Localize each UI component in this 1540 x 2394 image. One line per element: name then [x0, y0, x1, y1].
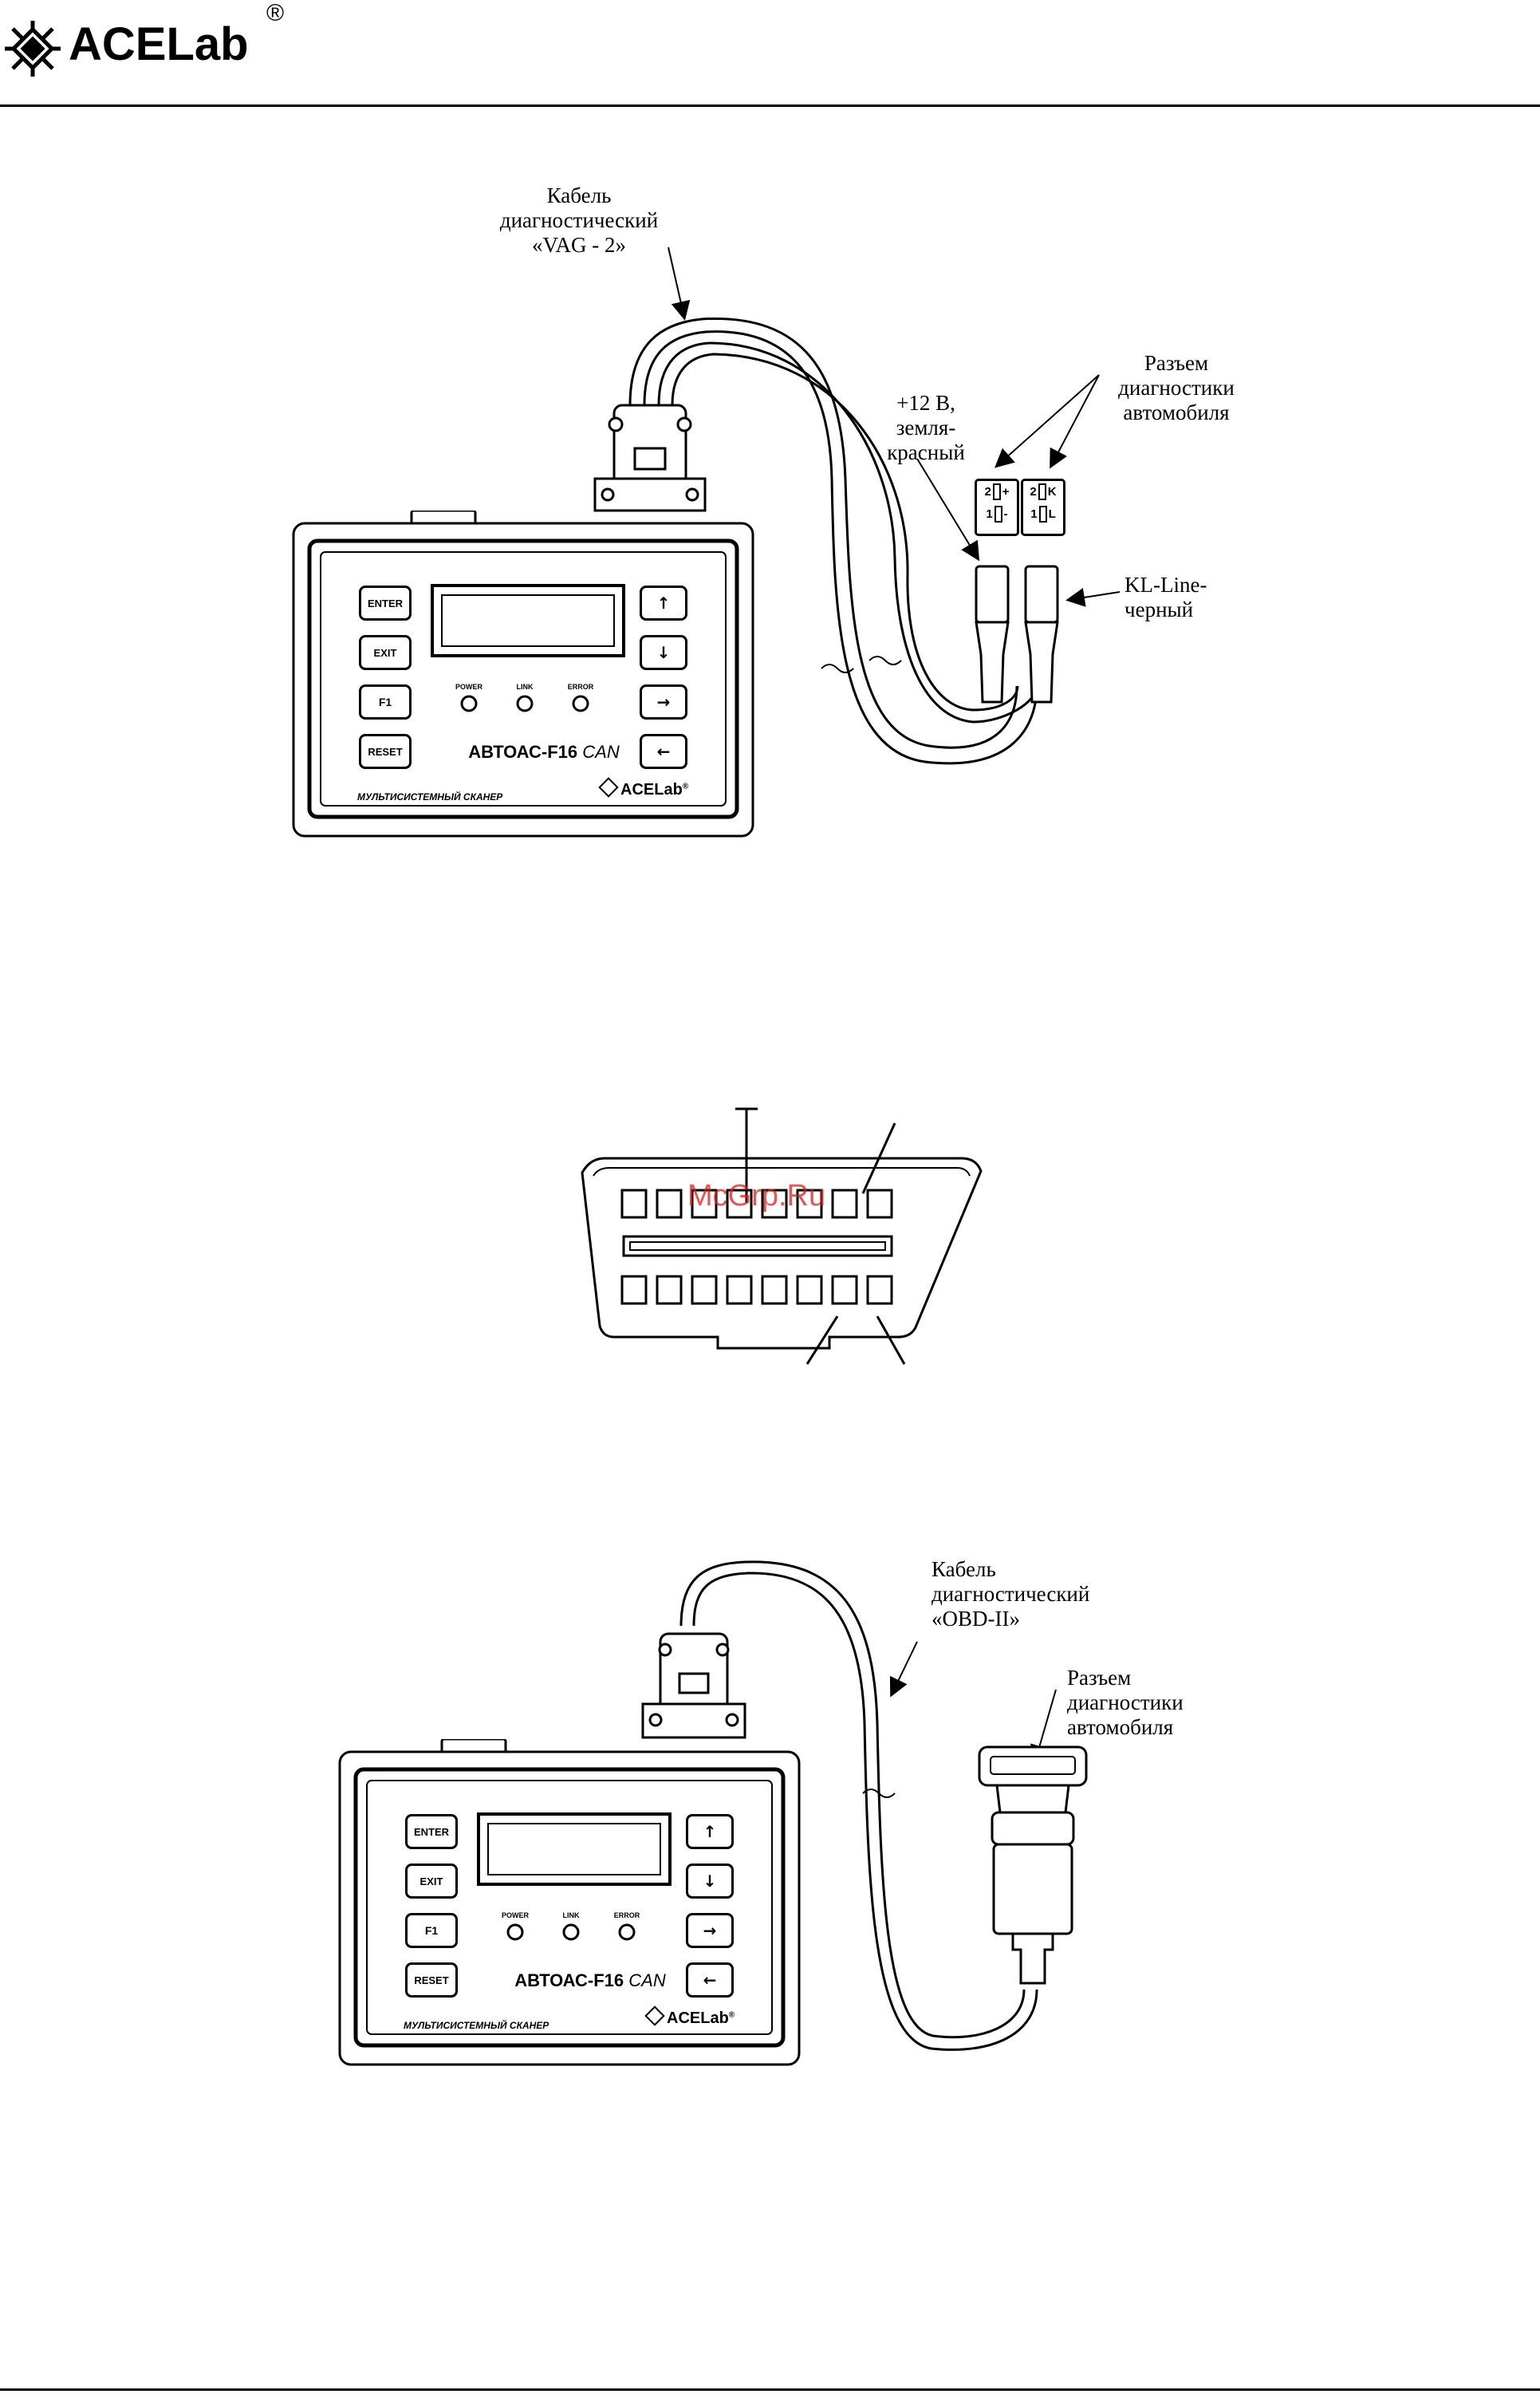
scanner-housing	[338, 1739, 801, 2066]
vag2-leader-arrows	[668, 246, 1121, 607]
scanner-housing	[292, 511, 754, 838]
label-line: Разъем	[1067, 1666, 1132, 1690]
scanner-subtitle: МУЛЬТИСИСТЕМНЫЙ СКАНЕР	[357, 791, 503, 803]
label-line: Кабель	[546, 183, 612, 207]
f1-button[interactable]: F1	[359, 684, 412, 720]
scanner-brand-name: ACELab	[620, 781, 683, 799]
vag2-vehicle-connector-label: Разъем диагностики автомобиля	[1085, 351, 1268, 425]
scanner-model-name: АВТОАС-F16	[468, 742, 578, 762]
label-line: «OBD-II»	[931, 1607, 1020, 1631]
label-line: автомобиля	[1067, 1715, 1174, 1739]
scanner-brand: ACELab®	[644, 2006, 735, 2028]
vag2-cable-label: Кабель диагностический «VAG - 2»	[443, 183, 715, 258]
f1-button[interactable]: F1	[405, 1913, 458, 1948]
arrow-left-button[interactable]: ←	[686, 1962, 734, 1998]
obd2-db9-connector	[641, 1632, 746, 1739]
scanner-registered-mark: ®	[682, 782, 689, 791]
arrow-right-button[interactable]: →	[640, 684, 687, 720]
figure-obd2-socket: McGrp.Ru	[0, 1085, 1540, 1404]
label-line: диагностики	[1067, 1690, 1184, 1714]
scanner-model: АВТОАС-F16 CAN	[494, 1970, 686, 1991]
led-error-label: ERROR	[613, 1911, 640, 1919]
footer-rule	[0, 2388, 1540, 2391]
arrow-right-button[interactable]: →	[686, 1913, 734, 1948]
label-line: диагностический	[499, 208, 659, 232]
vag2-power-label: +12 В, земля- красный	[874, 391, 978, 465]
scanner-left-buttons: ENTER EXIT F1 RESET	[359, 586, 412, 769]
obd2-vehicle-connector-label: Разъем диагностики автомобиля	[1067, 1666, 1184, 1740]
led-power-label: POWER	[501, 1911, 529, 1919]
arrow-down-button[interactable]: ↓	[640, 635, 687, 670]
obd2-cable-wire	[679, 1560, 1057, 2051]
header: ACELab ®	[0, 0, 1540, 112]
arrow-down-button[interactable]: ↓	[686, 1864, 734, 1899]
scanner-brand-name: ACELab	[667, 2009, 729, 2027]
scanner-device: ENTER EXIT F1 RESET ↑ ↓ → ← POWER LINK E…	[338, 1739, 801, 2066]
header-rule	[0, 105, 1540, 107]
exit-button[interactable]: EXIT	[405, 1864, 458, 1899]
label-line: диагностический	[931, 1582, 1090, 1606]
obd2-plug	[978, 1745, 1088, 1985]
pin-row-2: 2+	[984, 483, 1010, 500]
header-registered-mark: ®	[266, 0, 285, 26]
scanner-model-name: АВТОАС-F16	[514, 1970, 624, 1990]
scanner-device: ENTER EXIT F1 RESET ↑ ↓ → ← POWER LINK E…	[292, 511, 754, 838]
label-line: KL-Line-	[1124, 573, 1207, 597]
enter-button[interactable]: ENTER	[359, 586, 412, 621]
led-link-label: LINK	[516, 683, 534, 691]
label-line: Кабель	[931, 1557, 996, 1581]
label-line: автомобиля	[1123, 400, 1230, 424]
scanner-right-buttons: ↑ ↓ → ←	[686, 1814, 734, 1998]
arrow-up-button[interactable]: ↑	[640, 586, 687, 621]
obd2-top-pins	[620, 1189, 893, 1219]
arrow-left-button[interactable]: ←	[640, 734, 687, 769]
scanner-model-suffix: CAN	[582, 742, 620, 762]
exit-button[interactable]: EXIT	[359, 635, 412, 670]
obd2-socket-drawing	[581, 1107, 983, 1365]
watermark: McGrp.Ru	[687, 1179, 826, 1213]
label-line: черный	[1124, 598, 1194, 621]
scanner-logo-icon	[598, 777, 619, 798]
obd2-bottom-pins	[620, 1275, 893, 1305]
vag2-kl-line-label: KL-Line- черный	[1124, 573, 1207, 622]
scanner-subtitle: МУЛЬТИСИСТЕМНЫЙ СКАНЕР	[404, 2020, 549, 2031]
scanner-model-suffix: CAN	[628, 1970, 666, 1990]
scanner-logo-icon	[644, 2006, 665, 2026]
label-line: «VAG - 2»	[531, 233, 626, 257]
vag2-db9-connector	[593, 404, 707, 512]
vag2-wire-tips	[975, 565, 1059, 704]
reset-button[interactable]: RESET	[359, 734, 412, 769]
scanner-registered-mark: ®	[728, 2010, 735, 2020]
vag2-socket-left: 2+ 1-	[975, 479, 1019, 536]
obd2-cable-label: Кабель диагностический «OBD-II»	[931, 1557, 1089, 1631]
header-brand: ACELab	[69, 18, 249, 70]
enter-button[interactable]: ENTER	[405, 1814, 458, 1849]
label-line: диагностики	[1118, 376, 1235, 400]
led-power-label: POWER	[455, 683, 482, 691]
scanner-model: АВТОАС-F16 CAN	[448, 742, 640, 763]
label-line: +12 В,	[896, 391, 955, 415]
acelab-logo-icon	[5, 21, 61, 77]
label-line: земля-	[896, 416, 956, 440]
pin-row-1: 1-	[986, 506, 1008, 523]
obd2-pin-leaders	[735, 1107, 906, 1365]
label-line: Разъем	[1144, 351, 1209, 375]
led-link-label: LINK	[562, 1911, 580, 1919]
scanner-left-buttons: ENTER EXIT F1 RESET	[405, 1814, 458, 1998]
figure-obd2: Кабель диагностический «OBD-II» Разъем д…	[0, 1540, 1540, 2098]
label-line: красный	[887, 440, 965, 464]
scanner-right-buttons: ↑ ↓ → ←	[640, 586, 687, 769]
reset-button[interactable]: RESET	[405, 1962, 458, 1998]
scanner-brand: ACELab®	[598, 777, 689, 799]
vag2-cable-wires	[628, 317, 1038, 765]
led-error-label: ERROR	[567, 683, 594, 691]
arrow-up-button[interactable]: ↑	[686, 1814, 734, 1849]
